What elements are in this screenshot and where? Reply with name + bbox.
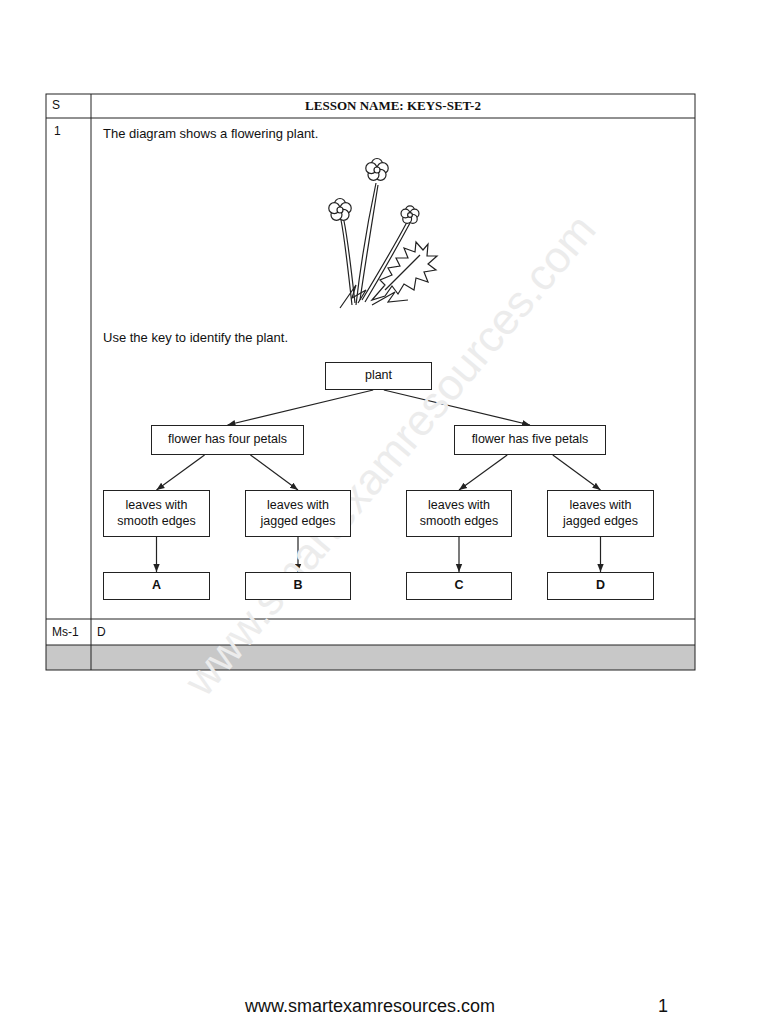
key-arrow bbox=[458, 537, 459, 572]
answer-box: C bbox=[406, 572, 512, 600]
petal-box: flower has four petals bbox=[151, 425, 304, 455]
petal-box: flower has five petals bbox=[454, 425, 606, 455]
watermark: www.smartexamresources.com bbox=[172, 201, 609, 708]
answer-box: A bbox=[103, 572, 210, 600]
footer-url: www.smartexamresources.com bbox=[245, 996, 495, 1017]
box-text: C bbox=[454, 578, 463, 594]
answer-box: B bbox=[245, 572, 351, 600]
lesson-title: LESSON NAME: KEYS-SET-2 bbox=[91, 98, 695, 114]
flower-head bbox=[401, 206, 419, 223]
key-arrow bbox=[228, 390, 374, 425]
answer: D bbox=[97, 625, 106, 639]
key-arrow bbox=[157, 455, 205, 490]
mark-scheme-label: Ms-1 bbox=[52, 625, 79, 639]
leaf-box: leaves with jagged edges bbox=[245, 490, 351, 537]
box-text: D bbox=[596, 578, 605, 594]
leaf-box: leaves with smooth edges bbox=[103, 490, 210, 537]
box-text: leaves with jagged edges bbox=[252, 498, 344, 529]
grey-row bbox=[46, 645, 695, 670]
column-header: S bbox=[52, 98, 60, 112]
answer-box: D bbox=[547, 572, 654, 600]
plant-illustration bbox=[329, 159, 437, 309]
box-text: flower has five petals bbox=[472, 432, 589, 448]
box-text: flower has four petals bbox=[168, 432, 287, 448]
flower-head bbox=[329, 199, 351, 221]
key-arrow bbox=[459, 455, 507, 490]
flower-centre bbox=[408, 213, 413, 218]
box-text: A bbox=[152, 578, 161, 594]
table-grid bbox=[46, 94, 695, 670]
instruction-text: Use the key to identify the plant. bbox=[103, 330, 288, 345]
box-text: leaves with smooth edges bbox=[110, 498, 203, 529]
flower-head bbox=[366, 159, 388, 181]
box-text: leaves with jagged edges bbox=[554, 498, 647, 529]
question-text: The diagram shows a flowering plant. bbox=[103, 126, 318, 141]
flower-centre bbox=[337, 207, 343, 213]
key-arrow bbox=[600, 537, 601, 572]
root-box: plant bbox=[325, 362, 432, 390]
box-text: B bbox=[293, 578, 302, 594]
key-arrow bbox=[156, 537, 157, 572]
box-text: plant bbox=[365, 368, 392, 384]
page-number: 1 bbox=[658, 996, 668, 1017]
leaf-box: leaves with jagged edges bbox=[547, 490, 654, 537]
key-arrow bbox=[250, 455, 298, 490]
key-arrow bbox=[553, 455, 601, 490]
leaf-box: leaves with smooth edges bbox=[406, 490, 512, 537]
question-number: 1 bbox=[54, 124, 61, 138]
flower-centre bbox=[374, 167, 380, 173]
box-text: leaves with smooth edges bbox=[413, 498, 505, 529]
